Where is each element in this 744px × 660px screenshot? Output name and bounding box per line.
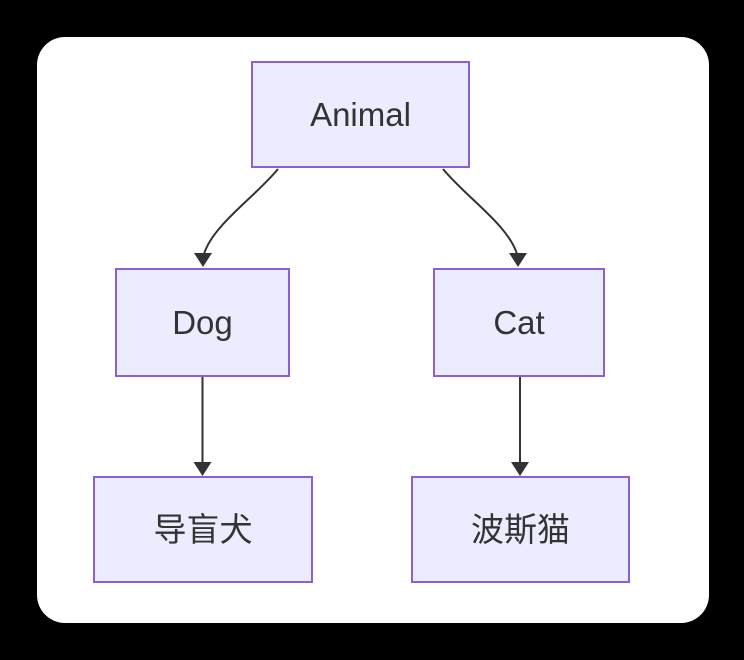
- node-persian-cat: 波斯猫: [411, 476, 630, 583]
- node-animal-label: Animal: [310, 96, 411, 133]
- node-animal: Animal: [251, 61, 470, 168]
- diagram-canvas: Animal Dog Cat 导盲犬 波斯猫: [37, 37, 709, 623]
- arrowhead-animal-dog: [194, 253, 212, 267]
- edge-dog-guide-dog: [193, 377, 212, 476]
- edge-animal-dog: [194, 168, 279, 267]
- arrowhead-dog-guide-dog: [193, 462, 212, 476]
- edge-animal-cat: [442, 168, 527, 267]
- node-dog: Dog: [115, 268, 290, 377]
- node-guide-dog: 导盲犬: [93, 476, 313, 583]
- edges-layer: [193, 168, 529, 476]
- arrowhead-animal-cat: [509, 253, 527, 267]
- edge-cat-persian-cat: [511, 377, 529, 476]
- node-cat: Cat: [433, 268, 605, 377]
- node-dog-label: Dog: [172, 304, 233, 341]
- arrowhead-cat-persian-cat: [511, 462, 529, 476]
- node-guide-dog-label: 导盲犬: [153, 511, 253, 548]
- node-cat-label: Cat: [493, 304, 545, 341]
- node-persian-cat-label: 波斯猫: [471, 511, 570, 548]
